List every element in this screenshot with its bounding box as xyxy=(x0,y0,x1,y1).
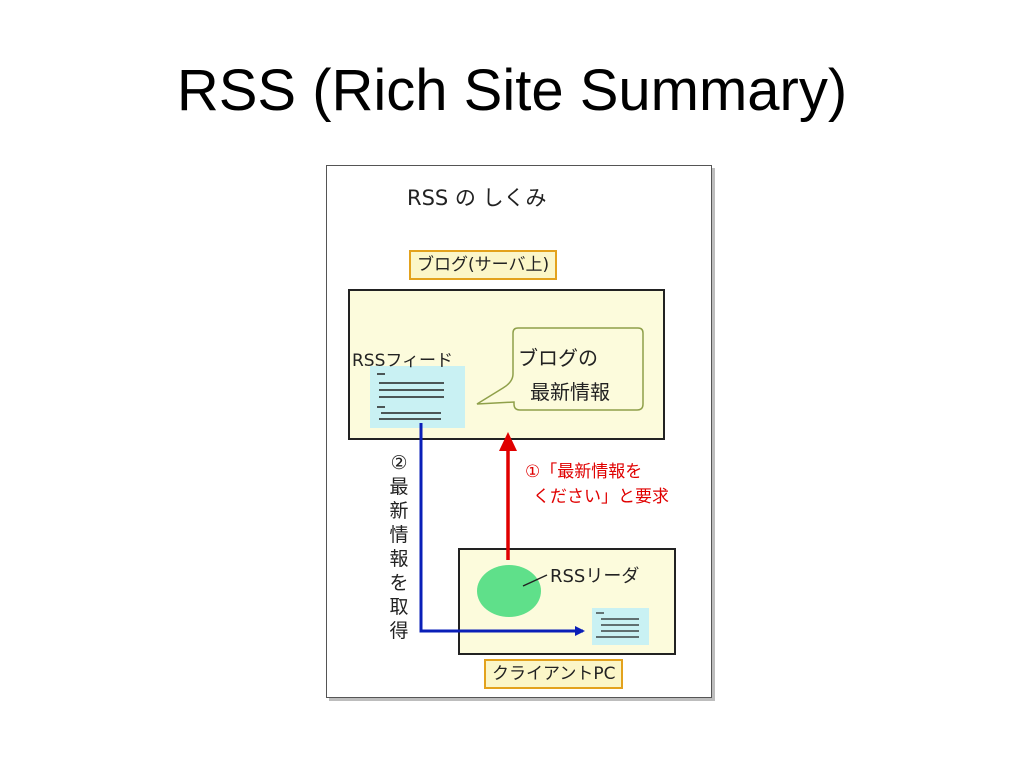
diagram-graphics xyxy=(370,327,649,645)
rss-diagram: RSS の しくみ ブログ(サーバ上) クライアントPC xyxy=(326,165,712,698)
rss-reader-label: RSSリーダ xyxy=(550,566,640,587)
bubble-line-2: 最新情報 xyxy=(530,380,610,404)
client-label: クライアントPC xyxy=(484,659,624,689)
bubble-line-1: ブログの xyxy=(518,346,598,370)
step1-line-1: ①「最新情報を xyxy=(525,462,643,482)
reader-pointer xyxy=(522,574,548,587)
reader-circle-icon xyxy=(477,565,541,617)
slide-title: RSS (Rich Site Summary) xyxy=(176,58,848,123)
red-arrow xyxy=(499,432,517,560)
document-icon xyxy=(370,366,465,428)
diagram-title: RSS の しくみ xyxy=(407,186,547,210)
blue-arrow xyxy=(419,423,585,636)
rss-feed-label: RSSフィード xyxy=(352,351,454,371)
step2-vertical-text: ②最新情報を取得 xyxy=(389,452,409,642)
server-label: ブログ(サーバ上) xyxy=(409,250,558,280)
document-icon xyxy=(592,608,649,645)
speech-bubble xyxy=(476,327,644,411)
step1-line-2: ください」と要求 xyxy=(533,487,669,507)
